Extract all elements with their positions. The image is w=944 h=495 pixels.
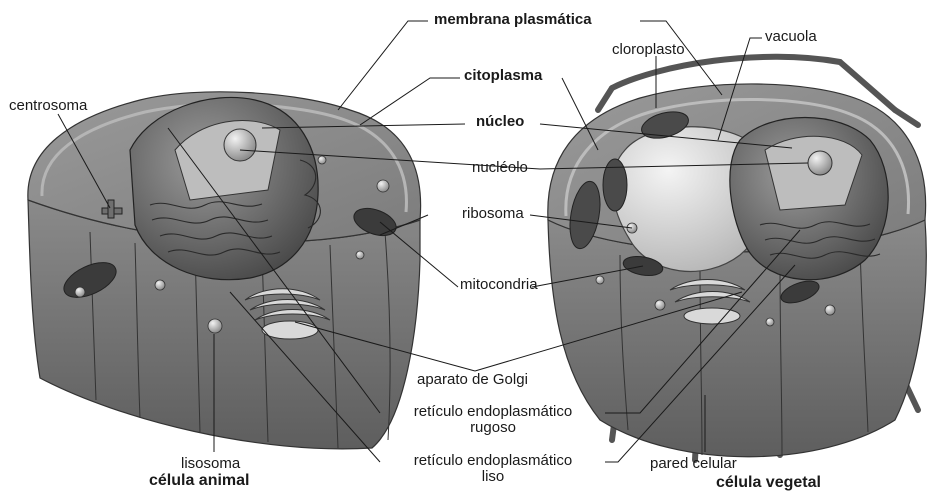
label-vacuola: vacuola	[765, 29, 817, 45]
label-ribosoma: ribosoma	[462, 206, 524, 222]
label-lisosoma: lisosoma	[181, 456, 240, 472]
label-reticulo-liso-line1: retículo endoplasmático	[414, 452, 572, 469]
label-reticulo-liso: retículo endoplasmático liso	[383, 453, 603, 485]
plant-cell	[548, 57, 926, 460]
label-reticulo-rugoso-line2: rugoso	[470, 419, 516, 436]
label-reticulo-rugoso-line1: retículo endoplasmático	[414, 403, 572, 420]
caption-celula-animal: célula animal	[149, 473, 250, 489]
label-membrana-plasmatica: membrana plasmática	[434, 12, 592, 28]
label-centrosoma: centrosoma	[9, 98, 87, 114]
label-reticulo-rugoso: retículo endoplasmático rugoso	[383, 404, 603, 436]
label-nucleolo: nucléolo	[472, 160, 528, 176]
label-mitocondria: mitocondria	[460, 277, 538, 293]
label-pared-celular: pared celular	[650, 456, 737, 472]
label-aparato-golgi: aparato de Golgi	[417, 372, 528, 388]
label-cloroplasto: cloroplasto	[612, 42, 685, 58]
label-nucleo: núcleo	[476, 114, 524, 130]
caption-celula-vegetal: célula vegetal	[716, 475, 821, 491]
animal-cell	[28, 92, 421, 449]
label-reticulo-liso-line2: liso	[482, 468, 505, 485]
label-citoplasma: citoplasma	[464, 68, 542, 84]
